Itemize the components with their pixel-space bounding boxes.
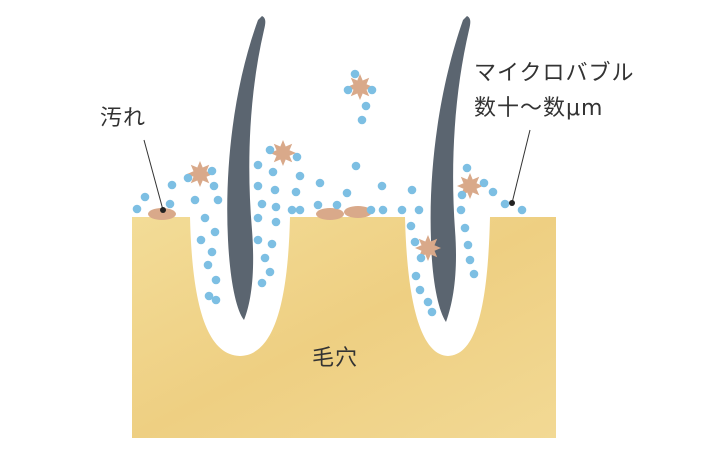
- microbubble: [378, 205, 388, 215]
- microbubble: [268, 167, 278, 177]
- microbubble: [210, 227, 220, 237]
- dirt-particle: [270, 140, 296, 166]
- microbubble: [414, 205, 424, 215]
- dirt-particle: [187, 161, 213, 187]
- microbubble: [366, 205, 376, 215]
- microbubble: [257, 278, 267, 288]
- microbubble: [211, 275, 221, 285]
- microbubble: [295, 171, 305, 181]
- microbubble: [406, 221, 416, 231]
- microbubble: [200, 213, 210, 223]
- microbubble: [257, 199, 267, 209]
- dirt-particle: [347, 74, 373, 100]
- microbubble: [203, 260, 213, 270]
- microbubble: [411, 271, 421, 281]
- microbubble: [500, 199, 510, 209]
- microbubble: [213, 195, 223, 205]
- dirt-label: 汚れ: [100, 106, 147, 131]
- microbubble: [265, 267, 275, 277]
- microbubble: [517, 205, 527, 215]
- microbubble: [377, 181, 387, 191]
- microbubble: [427, 307, 437, 317]
- microbubble: [397, 205, 407, 215]
- microbubble: [253, 160, 263, 170]
- microbubble: [196, 235, 206, 245]
- microbubble: [295, 205, 305, 215]
- microbubble: [315, 178, 325, 188]
- microbubble: [209, 181, 219, 191]
- microbubble: [267, 239, 277, 249]
- microbubble: [462, 163, 472, 173]
- dirt-leader-line: [143, 139, 164, 211]
- microbubble: [183, 173, 193, 183]
- microbubble: [423, 297, 433, 307]
- microbubble: [207, 247, 217, 257]
- microbubble: [342, 188, 352, 198]
- microbubble: [207, 166, 217, 176]
- microbubble: [271, 217, 281, 227]
- microbubble: [361, 101, 371, 111]
- microbubble: [253, 235, 263, 245]
- microbubble-size-label: 数十〜数μm: [474, 96, 604, 121]
- microbubble: [479, 178, 489, 188]
- microbubble: [260, 253, 270, 263]
- microbubble: [460, 223, 470, 233]
- bubble-leader-dot: [509, 200, 515, 206]
- microbubble: [465, 255, 475, 265]
- microbubble: [415, 285, 425, 295]
- microbubble: [270, 185, 280, 195]
- microbubble: [351, 161, 361, 171]
- microbubble: [416, 253, 426, 263]
- microbubble: [292, 152, 302, 162]
- microbubble: [463, 240, 473, 250]
- microbubble: [271, 202, 281, 212]
- pore-label: 毛穴: [312, 346, 359, 371]
- microbubble: [253, 181, 263, 191]
- microbubble: [343, 85, 353, 95]
- microbubble: [407, 185, 417, 195]
- microbubble-label: マイクロバブル: [474, 61, 635, 86]
- dirt-particle: [316, 208, 344, 220]
- microbubble: [211, 295, 221, 305]
- hair-right: [430, 16, 471, 322]
- microbubble: [313, 200, 323, 210]
- microbubble: [457, 190, 467, 200]
- microbubble: [367, 85, 377, 95]
- microbubble: [357, 115, 367, 125]
- microbubble: [350, 69, 360, 79]
- dirt-particle: [148, 208, 176, 220]
- dirt-particle: [344, 206, 372, 218]
- microbubble: [165, 199, 175, 209]
- dirt-leader-dot: [160, 207, 166, 213]
- microbubble: [167, 180, 177, 190]
- microbubble: [132, 204, 142, 214]
- microbubble: [410, 237, 420, 247]
- microbubble: [488, 187, 498, 197]
- hair-left: [227, 16, 266, 320]
- skin-block: [132, 217, 556, 438]
- microbubble: [456, 205, 466, 215]
- microbubble: [265, 145, 275, 155]
- microbubble: [204, 291, 214, 301]
- microbubble: [140, 192, 150, 202]
- microbubble: [332, 200, 342, 210]
- microbubble: [287, 205, 297, 215]
- microbubble: [190, 195, 200, 205]
- bubble-leader-line: [511, 129, 531, 204]
- microbubble: [469, 269, 479, 279]
- microbubble: [253, 213, 263, 223]
- microbubble: [291, 187, 301, 197]
